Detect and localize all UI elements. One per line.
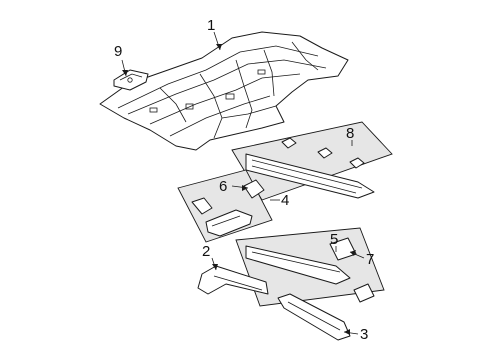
callout-6: 6	[219, 178, 227, 195]
floor-pan-part-1	[99, 31, 349, 151]
leader-lines	[121, 31, 365, 335]
callout-2: 2	[202, 243, 210, 260]
rail-part-3	[277, 293, 351, 341]
callout-9: 9	[114, 43, 122, 60]
callout-1: 1	[207, 17, 215, 34]
rail-part-2	[197, 265, 269, 295]
callout-3: 3	[360, 326, 368, 343]
callout-4: 4	[281, 192, 289, 209]
callout-5: 5	[330, 231, 338, 248]
callout-8: 8	[346, 125, 354, 142]
callout-7: 7	[366, 251, 374, 268]
rail-assembly-panel-5	[235, 227, 385, 307]
bracket-part-9	[113, 69, 149, 91]
bracket-assembly-panel-4	[177, 169, 273, 243]
